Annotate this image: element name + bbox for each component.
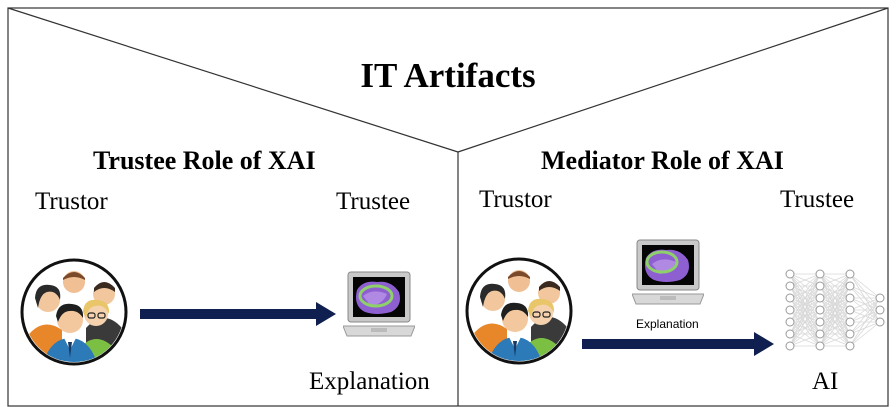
network-connection: [789, 285, 821, 347]
left-panel-heading: Trustee Role of XAI: [93, 146, 316, 175]
network-node: [815, 341, 825, 351]
network-node: [785, 341, 795, 351]
network-connection: [819, 273, 851, 323]
left-trustor-label: Trustor: [35, 188, 108, 215]
right-trustor-label: Trustor: [479, 186, 552, 213]
laptop-icon: [343, 271, 415, 337]
network-node: [815, 293, 825, 303]
network-connection: [819, 333, 851, 347]
arrow-right-icon: [582, 332, 774, 356]
network-connection: [789, 273, 821, 335]
right-diagonal-line: [457, 7, 889, 153]
network-connection: [819, 273, 851, 311]
network-node: [785, 281, 795, 291]
network-node: [815, 317, 825, 327]
network-connection: [819, 273, 851, 335]
network-node: [785, 305, 795, 315]
laptop-icon: [632, 239, 704, 305]
network-connection: [849, 273, 881, 299]
network-connection: [789, 273, 821, 311]
arrow-right-icon: [140, 302, 336, 326]
network-connection: [849, 297, 881, 323]
network-connection: [789, 309, 821, 347]
network-connection: [849, 285, 881, 299]
network-connection: [849, 297, 881, 335]
network-connection: [819, 321, 851, 347]
network-node: [845, 305, 855, 315]
people-group-icon: [465, 257, 573, 365]
network-connection: [819, 273, 851, 287]
network-node: [845, 317, 855, 327]
network-node: [815, 305, 825, 315]
right-panel-heading: Mediator Role of XAI: [541, 146, 784, 175]
network-node: [875, 305, 885, 315]
network-connection: [789, 273, 821, 323]
network-connection: [849, 297, 881, 311]
network-connection: [789, 321, 821, 347]
network-node: [845, 281, 855, 291]
network-node: [785, 293, 795, 303]
network-node: [785, 269, 795, 279]
network-connection: [819, 273, 851, 347]
outer-border: [7, 7, 889, 407]
network-connection: [789, 333, 821, 347]
neural-network-icon: [785, 269, 885, 351]
network-node: [815, 281, 825, 291]
network-connection: [849, 309, 881, 347]
network-node: [815, 269, 825, 279]
network-connection: [819, 273, 851, 299]
network-node: [785, 317, 795, 327]
network-node: [875, 293, 885, 303]
network-node: [875, 317, 885, 327]
network-node: [815, 329, 825, 339]
network-connection: [849, 321, 881, 347]
diagram-title: IT Artifacts: [360, 56, 536, 95]
network-connection: [819, 309, 851, 347]
network-connection: [849, 297, 881, 347]
right-trustee-label: Trustee: [780, 186, 855, 213]
network-connection: [819, 285, 851, 347]
people-group-icon: [20, 258, 128, 366]
right-explanation-label: Explanation: [636, 317, 699, 331]
network-node: [785, 329, 795, 339]
left-diagonal-line: [7, 7, 459, 153]
network-connection: [789, 297, 821, 347]
left-explanation-label: Explanation: [309, 368, 430, 395]
right-ai-label: AI: [812, 368, 839, 395]
network-node: [845, 341, 855, 351]
network-node: [845, 293, 855, 303]
network-node: [845, 269, 855, 279]
network-connection: [819, 297, 851, 347]
network-node: [845, 329, 855, 339]
network-connection: [789, 273, 821, 287]
left-trustee-label: Trustee: [336, 188, 411, 215]
network-connection: [789, 273, 821, 347]
network-connection: [789, 273, 821, 299]
